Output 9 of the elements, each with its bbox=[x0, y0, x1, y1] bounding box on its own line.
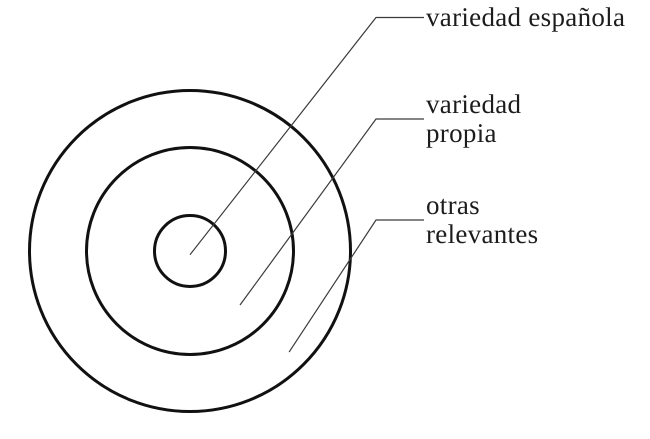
leader-line bbox=[288, 219, 424, 352]
callout-label: variedad española bbox=[426, 3, 626, 32]
outer-ring bbox=[28, 89, 352, 413]
callout-label: variedad propia bbox=[426, 90, 522, 148]
middle-ring bbox=[85, 146, 295, 356]
leader-line bbox=[240, 118, 424, 306]
leader-line bbox=[190, 16, 424, 256]
callout-label: otras relevantes bbox=[426, 191, 538, 249]
inner-circle bbox=[153, 214, 227, 288]
